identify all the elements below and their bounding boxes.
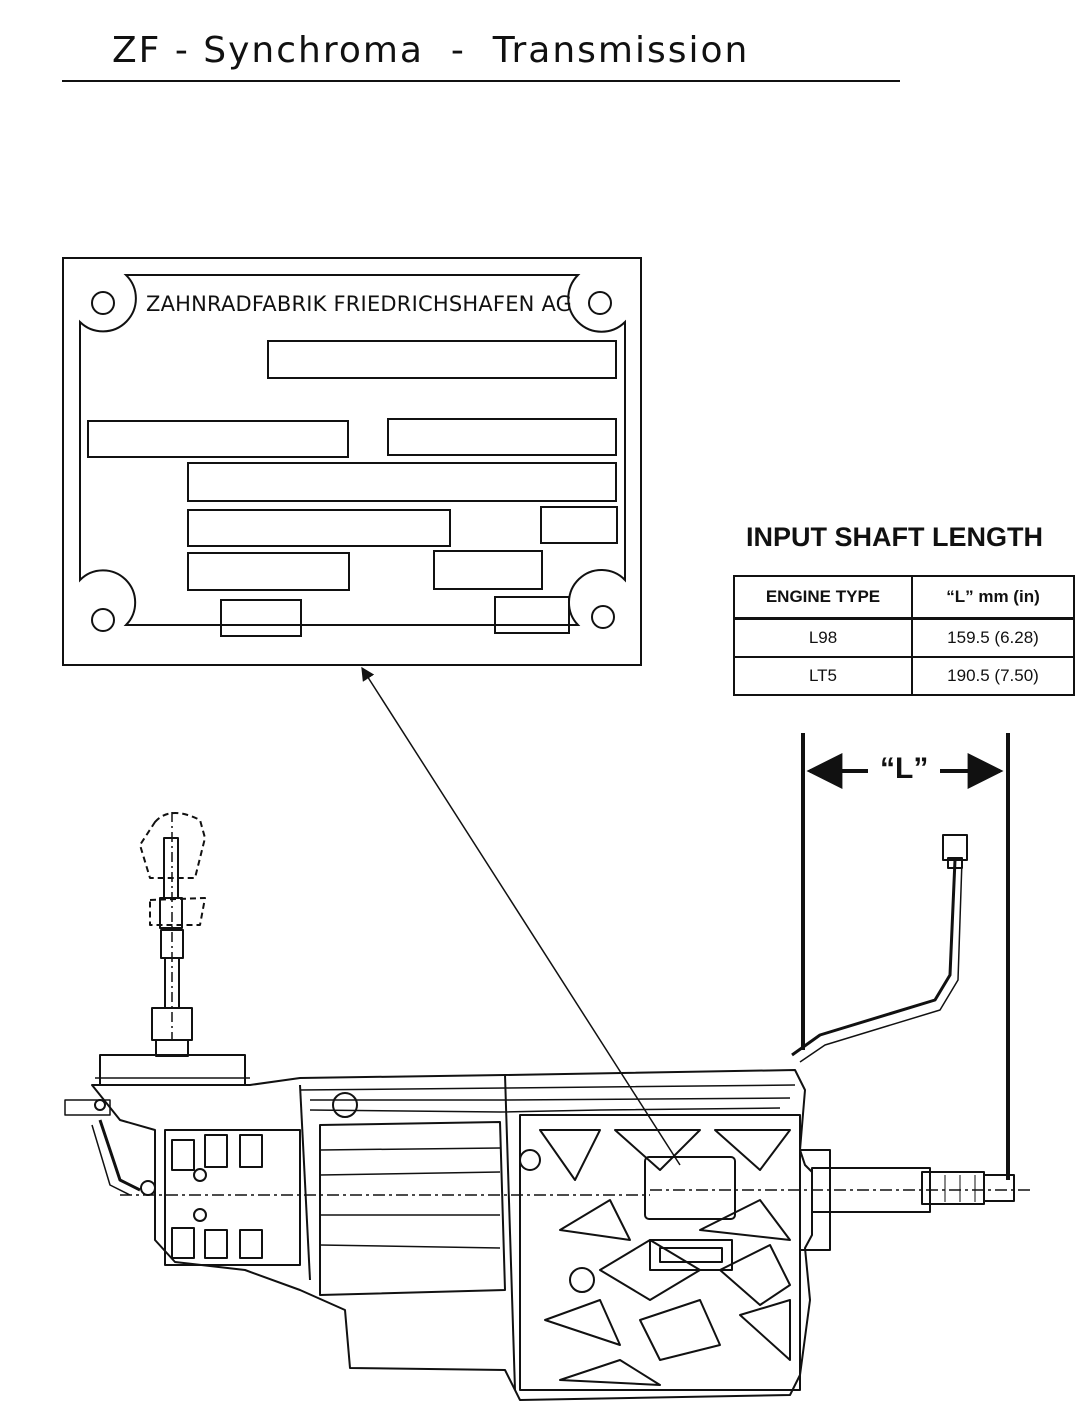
dimension-L-markers [801,733,1010,1180]
plate-field-10 [494,596,570,634]
plate-field-3 [387,418,617,456]
column-header-engine-type: ENGINE TYPE [733,575,913,620]
plate-field-9 [220,599,302,637]
input-shaft-table: ENGINE TYPE “L” mm (in) L98 159.5 (6.28)… [733,575,1075,696]
plate-manufacturer-text: ZAHNRADFABRIK FRIEDRICHSHAFEN AG [146,292,573,316]
shift-tower-base [99,1054,246,1086]
gear-shifter [139,812,206,1057]
table-heading: INPUT SHAFT LENGTH [746,522,1043,552]
transmission-case [91,1069,813,1401]
plate-field-8 [433,550,543,590]
case-ribbing [519,1114,801,1391]
plate-hole-bottom-right [591,605,615,629]
case-mid-section [319,1121,506,1296]
title-underline [62,80,900,82]
length-cell: 190.5 (7.50) [911,656,1075,696]
hydraulic-line [791,859,957,1057]
plate-hole-top-right [588,291,612,315]
plate-field-5 [187,509,451,547]
plate-field-7 [187,552,350,591]
engine-type-cell: L98 [733,617,913,658]
plate-field-2 [87,420,349,458]
rear-housing [140,1129,301,1266]
input-shaft [811,1167,1015,1213]
hydraulic-fitting [942,834,968,861]
plate-hole-top-left [91,291,115,315]
plate-hole-bottom-left [91,608,115,632]
length-cell: 159.5 (6.28) [911,617,1075,658]
engine-type-cell: LT5 [733,656,913,696]
page-title: ZF - Synchroma - Transmission [112,30,750,71]
plate-field-4 [187,462,617,502]
plate-outer-frame [62,257,642,666]
dimension-label-L: “L” [880,752,929,785]
plate-inner-border [79,274,626,626]
plate-field-6 [540,506,618,544]
shift-knob-outline [139,812,206,879]
leader-arrow [361,666,681,1166]
case-id-tag [644,1156,736,1220]
plate-field-1 [267,340,617,379]
column-header-length: “L” mm (in) [911,575,1075,620]
table-row: LT5 190.5 (7.50) [733,656,1075,696]
table-row: L98 159.5 (6.28) [733,617,1075,658]
table-header-row: ENGINE TYPE “L” mm (in) [733,575,1075,620]
